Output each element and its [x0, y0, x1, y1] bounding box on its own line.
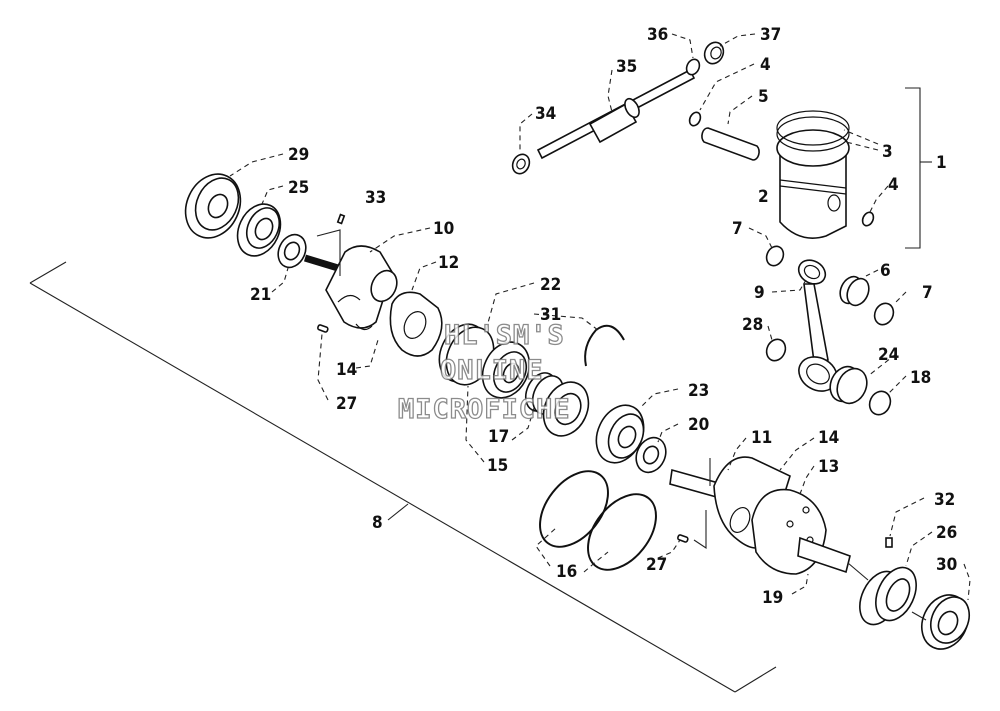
part-30-seal — [921, 594, 971, 650]
label-31: 31 — [540, 305, 561, 325]
part-21-washer — [277, 233, 307, 269]
part-31-circlip — [584, 324, 625, 367]
leader-lines — [229, 33, 971, 601]
part-18-washer — [868, 390, 892, 416]
label-17: 17 — [488, 427, 509, 447]
label-34: 34 — [535, 104, 556, 124]
label-4-lower: 4 — [888, 175, 899, 195]
watermark-line-2: ONLINE — [440, 355, 544, 386]
part-15-ring — [542, 381, 590, 437]
label-10: 10 — [433, 219, 454, 239]
label-22: 22 — [540, 275, 561, 295]
label-27-lower: 27 — [646, 555, 667, 575]
label-33: 33 — [365, 188, 386, 208]
part-32-dowel — [885, 537, 893, 548]
label-11: 11 — [751, 428, 772, 448]
part-20-washer — [635, 436, 667, 474]
label-20: 20 — [688, 415, 709, 435]
label-27-upper: 27 — [336, 394, 357, 414]
piston-assembly-bracket — [905, 87, 921, 249]
label-7-left: 7 — [732, 219, 743, 239]
part-36-bushing — [685, 58, 701, 76]
crank-half-left — [303, 229, 443, 357]
label-32: 32 — [934, 490, 955, 510]
label-14-left: 14 — [336, 360, 357, 380]
label-35: 35 — [616, 57, 637, 77]
label-8: 8 — [372, 513, 383, 533]
label-4-upper: 4 — [760, 55, 771, 75]
crankshaft-assembly-bracket — [29, 261, 777, 693]
watermark: HL'SM'S ONLINE MICROFICHE — [397, 319, 571, 425]
label-24: 24 — [878, 345, 899, 365]
part-9-connecting-rod — [797, 259, 838, 392]
label-16: 16 — [556, 562, 577, 582]
label-2: 2 — [758, 187, 769, 207]
label-37: 37 — [760, 25, 781, 45]
part-34-washer — [511, 153, 531, 175]
part-15-bearing — [481, 341, 531, 399]
part-35-shaft — [536, 68, 696, 160]
part-28-washer — [765, 338, 787, 362]
part-24-needle-bearing — [829, 365, 868, 405]
label-13: 13 — [818, 457, 839, 477]
part-25-bearing — [236, 203, 282, 257]
label-18: 18 — [910, 368, 931, 388]
label-36: 36 — [647, 25, 668, 45]
label-7-right: 7 — [922, 283, 933, 303]
part-labels: 1 2 3 4 4 5 6 7 7 8 9 10 11 12 13 14 14 … — [250, 25, 957, 608]
label-23: 23 — [688, 381, 709, 401]
part-26-bearing — [859, 566, 917, 626]
part-4-clip-upper — [688, 111, 702, 127]
label-5: 5 — [758, 87, 769, 107]
part-22-bearing — [438, 323, 495, 386]
part-5-piston-pin — [701, 127, 760, 161]
part-4-clip-lower — [861, 211, 875, 227]
label-12: 12 — [438, 253, 459, 273]
label-29: 29 — [288, 145, 309, 165]
label-26: 26 — [936, 523, 957, 543]
label-28: 28 — [742, 315, 763, 335]
label-9: 9 — [754, 283, 765, 303]
watermark-line-3: MICROFICHE — [398, 394, 571, 425]
part-7-washer-right — [873, 302, 895, 326]
label-6: 6 — [880, 261, 891, 281]
label-14-right: 14 — [818, 428, 839, 448]
part-2-piston — [776, 110, 850, 239]
part-23-bearing — [595, 404, 645, 464]
label-19: 19 — [762, 588, 783, 608]
part-6-needle-bearing — [839, 275, 870, 307]
label-30: 30 — [936, 555, 957, 575]
part-7-washer-left — [765, 245, 785, 267]
watermark-line-1: HL'SM'S — [444, 320, 565, 351]
part-16-rings — [539, 470, 657, 571]
part-33-key — [336, 213, 346, 225]
label-21: 21 — [250, 285, 271, 305]
label-3: 3 — [882, 142, 893, 162]
label-15: 15 — [487, 456, 508, 476]
label-25: 25 — [288, 178, 309, 198]
part-37-seal — [703, 41, 725, 65]
label-1: 1 — [936, 153, 947, 173]
crank-half-right — [669, 456, 851, 575]
part-27-pin-upper — [317, 324, 329, 333]
part-27-pin-lower — [677, 534, 689, 543]
part-29-seal — [184, 173, 242, 239]
